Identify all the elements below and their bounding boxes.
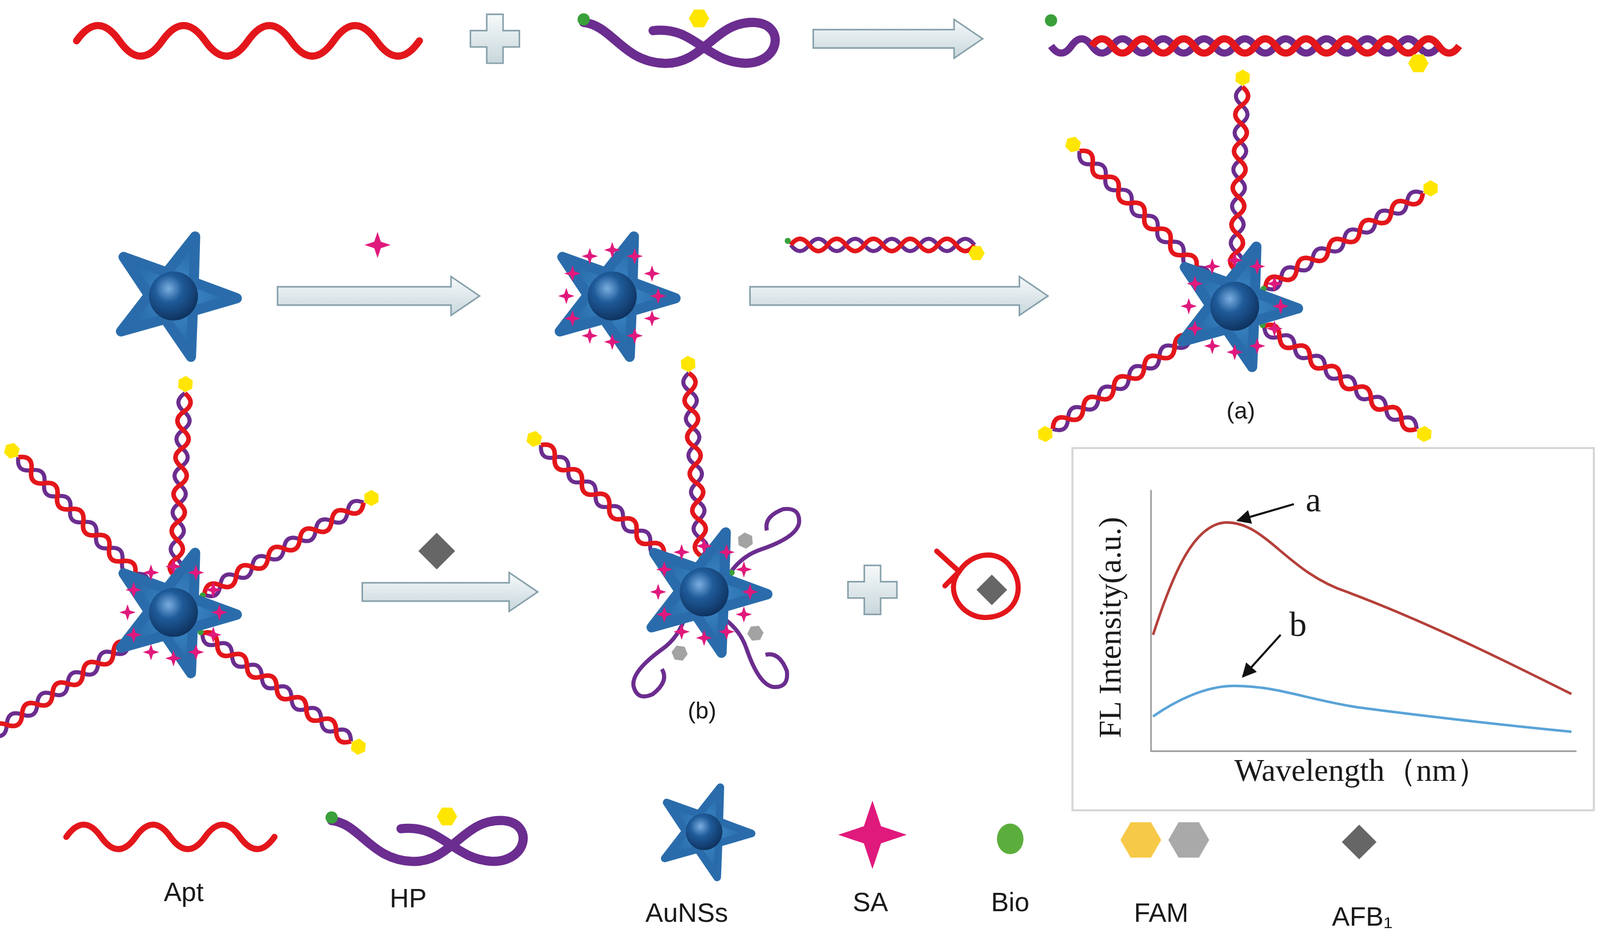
- graphic-part: [1256, 317, 1435, 445]
- aptamer-strand: [76, 25, 420, 57]
- legend-fam-sample: [1120, 822, 1162, 858]
- spectrum-panel: a b FL Intensity(a.u.) Wavelength（nm）: [1071, 447, 1595, 812]
- graphic-part: [1257, 178, 1442, 297]
- graphic-part: [719, 602, 795, 694]
- probe-nanostar-b: [523, 355, 806, 704]
- graphic-part: [784, 237, 791, 244]
- probe-nanostar-a: [1034, 69, 1442, 445]
- legend-sa-sample: [838, 800, 907, 870]
- hairpin-probe: [577, 9, 775, 64]
- graphic-part: [1152, 685, 1572, 732]
- afb1-symbol: [418, 532, 456, 570]
- legend-label: Bio: [959, 887, 1062, 919]
- spectrum-chart: [1150, 489, 1577, 751]
- peak-label: a: [1282, 479, 1345, 520]
- hybrid-duplex: [1044, 14, 1460, 73]
- process-arrow: [277, 276, 480, 316]
- legend-label: AuNSs: [615, 898, 758, 929]
- graphic-part: [1237, 504, 1294, 521]
- graphic-part: [168, 375, 193, 583]
- panel-label: (b): [661, 697, 744, 725]
- plus-sign: [470, 14, 520, 64]
- graphic-part: [1150, 489, 1577, 751]
- legend-aunss-sample: [664, 786, 752, 878]
- graphic-part: [976, 574, 1008, 605]
- process-arrow: [362, 572, 538, 612]
- legend-label: Apt: [122, 877, 246, 909]
- small-duplex: [784, 237, 985, 260]
- process-arrow: [813, 19, 983, 58]
- process-arrow: [749, 276, 1048, 316]
- panel-label: (a): [1199, 396, 1282, 424]
- probe-nanostar: [0, 375, 382, 758]
- legend-label: HP: [347, 883, 470, 914]
- plus-sign: [847, 565, 897, 615]
- legend-bio-sample: [996, 823, 1024, 855]
- graphic-part: [649, 537, 758, 646]
- graphic-part: [119, 558, 228, 667]
- sa-symbol: [364, 231, 391, 258]
- graphic-part: [953, 554, 1019, 618]
- graphic-part: [1091, 38, 1460, 54]
- legend-label: AFB₁: [1301, 901, 1424, 933]
- axis-title: Wavelength（nm）: [1192, 752, 1530, 789]
- legend-label: FAM: [1099, 898, 1223, 929]
- legend-apt-sample: [66, 824, 275, 850]
- aptamer-complex: [936, 550, 1019, 618]
- gold-nanostar: [121, 236, 238, 357]
- graphic-part: [1228, 69, 1250, 277]
- graphic-part: [1408, 54, 1429, 73]
- graphic-part: [1152, 522, 1572, 694]
- graphic-part: [1180, 252, 1289, 361]
- legend-afb1-sample: [1341, 824, 1377, 860]
- graphic-part: [1242, 634, 1281, 677]
- legend-fam-sample: [1168, 822, 1210, 858]
- sa-ring: [558, 241, 667, 351]
- peak-label: b: [1267, 603, 1329, 645]
- graphic-part: [196, 487, 382, 604]
- graphic-part: [968, 246, 985, 261]
- legend-label: SA: [819, 887, 922, 919]
- graphic-part: [194, 624, 370, 758]
- axis-title: FL Intensity(a.u.): [1092, 474, 1129, 781]
- legend-hp-sample: [325, 807, 523, 862]
- graphic-part: [1044, 14, 1057, 27]
- graphic-part: [680, 355, 710, 562]
- graphic-part: [790, 238, 975, 252]
